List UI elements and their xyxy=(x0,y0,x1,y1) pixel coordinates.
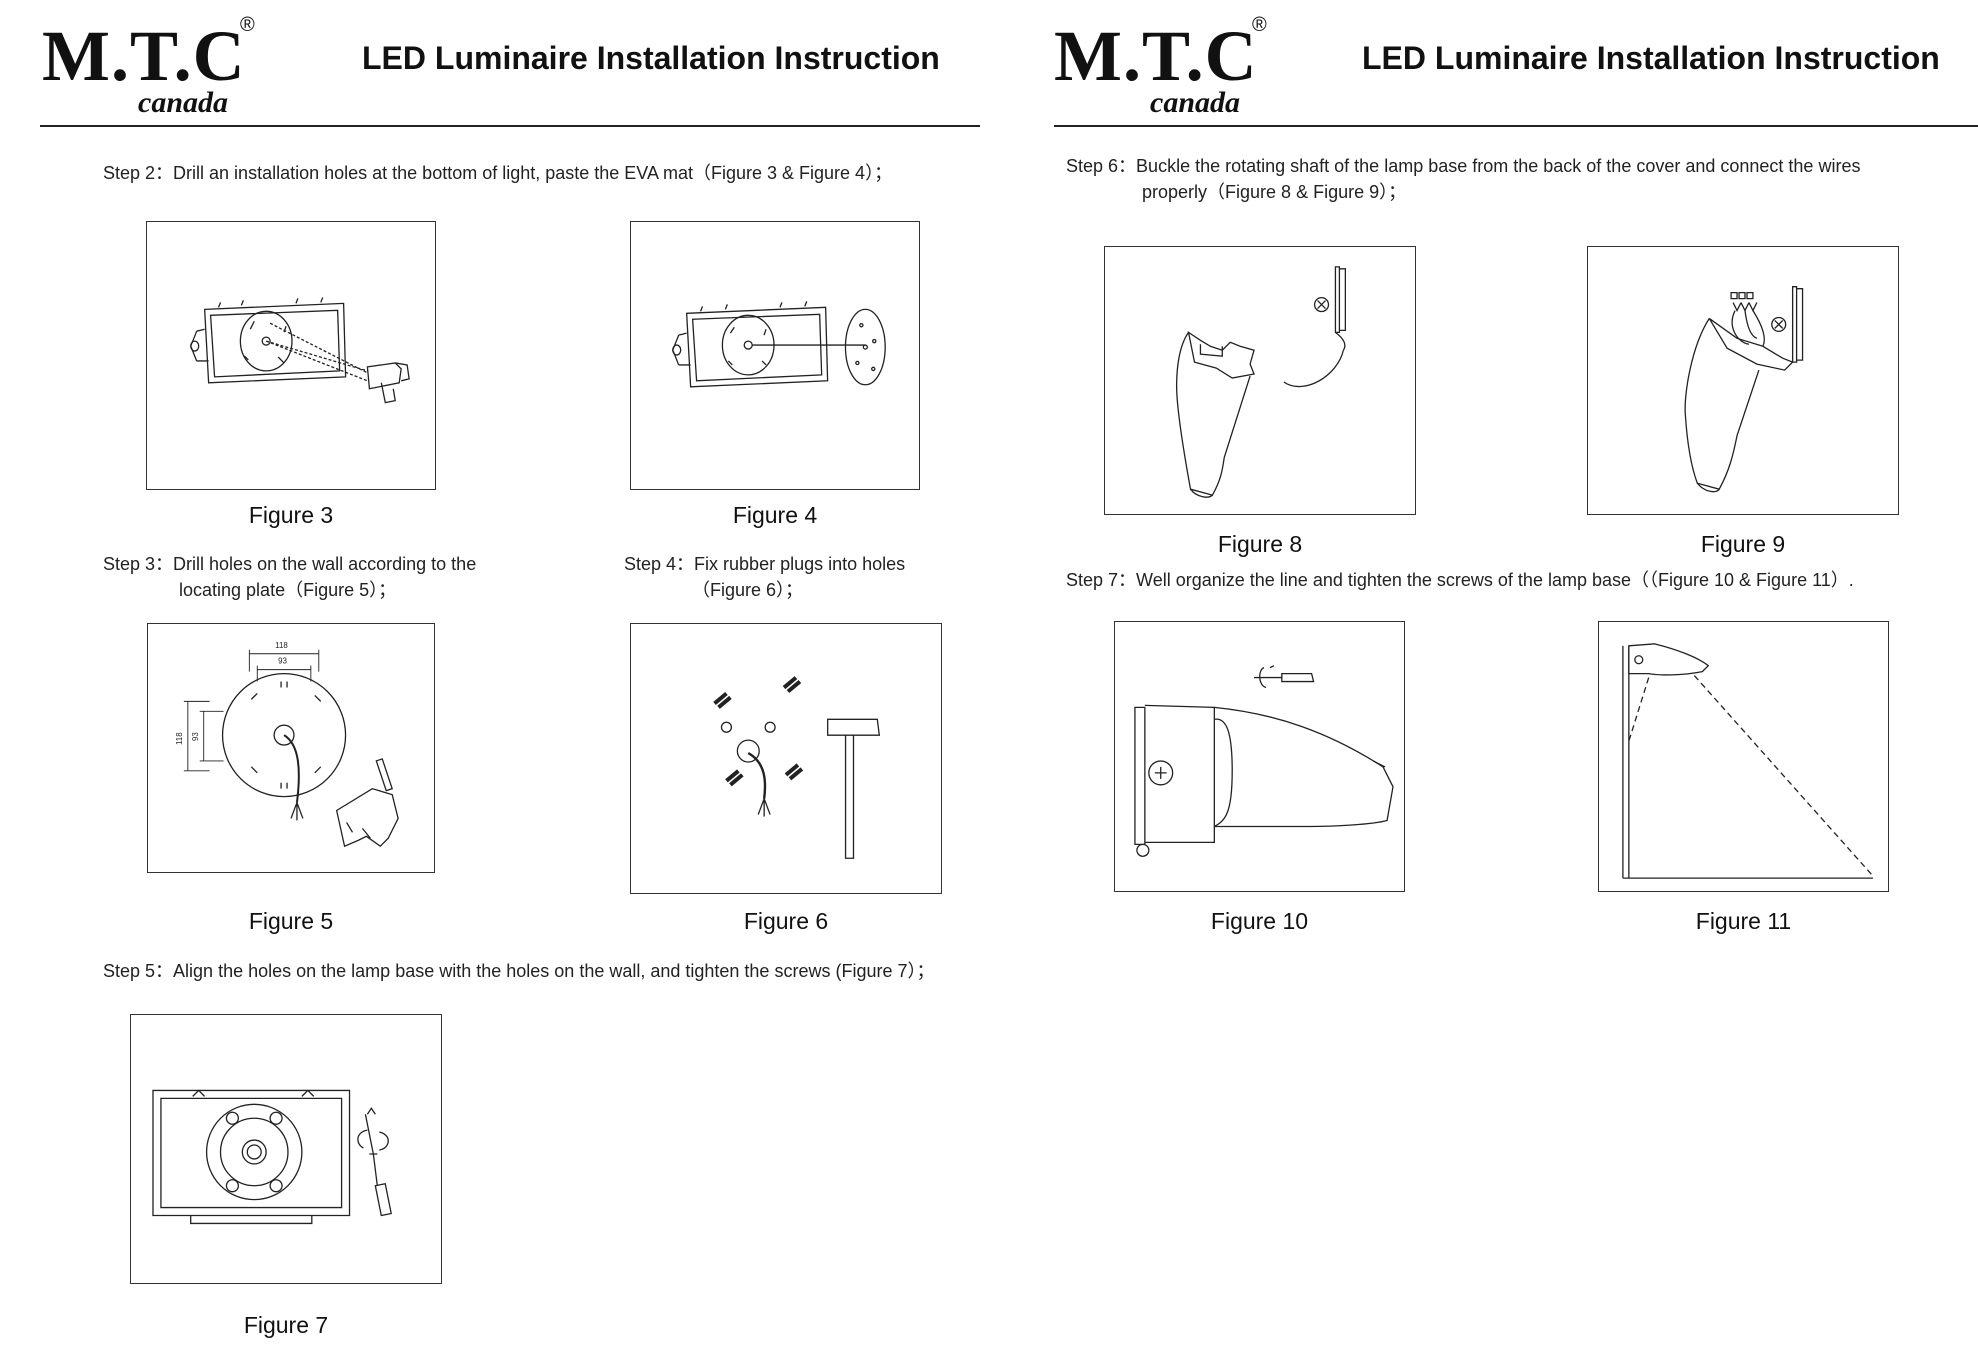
dim-inner-side: 93 xyxy=(191,732,200,741)
step-text: Fix rubber plugs into holes xyxy=(694,554,906,574)
figure-caption: Figure 3 xyxy=(248,502,334,528)
figure-caption: Figure 11 xyxy=(1695,908,1792,934)
step-label: Step 2： xyxy=(103,163,174,183)
figure-caption: Figure 4 xyxy=(732,502,818,528)
brand-logo-sub: canada xyxy=(1150,86,1240,119)
step-label: Step 4： xyxy=(624,554,695,574)
step-text: （Figure 6）； xyxy=(692,580,804,600)
step-text: Drill holes on the wall according to the xyxy=(173,554,477,574)
figure-caption: Figure 7 xyxy=(243,1312,329,1338)
step-label: Step 7： xyxy=(1066,570,1137,590)
figure-11-installed-light xyxy=(1598,621,1889,892)
figure-caption: Figure 10 xyxy=(1210,908,1309,934)
brand-logo-sub: canada xyxy=(138,86,228,119)
figure-3-drill-base xyxy=(146,221,436,490)
dim-outer-side: 118 xyxy=(175,732,184,745)
figure-6-rubber-plugs xyxy=(630,623,942,894)
figure-10-tighten-base xyxy=(1114,621,1405,892)
registered-mark: ® xyxy=(1252,14,1267,36)
figure-9-wired-shaft xyxy=(1587,246,1899,515)
step-5: Step 5：Align the holes on the lamp base … xyxy=(103,958,934,984)
step-label: Step 6： xyxy=(1066,156,1137,176)
figure-caption: Figure 8 xyxy=(1217,531,1303,557)
step-2: Step 2：Drill an installation holes at th… xyxy=(103,160,892,186)
step-3: Step 3：Drill holes on the wall according… xyxy=(103,551,476,603)
step-text: Drill an installation holes at the botto… xyxy=(173,163,893,183)
step-text: Well organize the line and tighten the s… xyxy=(1136,570,1854,590)
figure-4-eva-mat xyxy=(630,221,920,490)
dim-outer-top: 118 xyxy=(275,641,288,650)
figure-7-lamp-base-screws xyxy=(130,1014,442,1284)
step-7: Step 7：Well organize the line and tighte… xyxy=(1066,567,1854,593)
step-label: Step 3： xyxy=(103,554,174,574)
figure-caption: Figure 9 xyxy=(1700,531,1786,557)
step-label: Step 5： xyxy=(103,961,174,981)
figure-8-rotating-shaft xyxy=(1104,246,1416,515)
figure-5-locating-plate: 118 93 118 93 xyxy=(147,623,435,873)
page-title: LED Luminaire Installation Instruction xyxy=(362,40,940,76)
step-6: Step 6：Buckle the rotating shaft of the … xyxy=(1066,153,1860,205)
brand-logo-mark: M.T.C xyxy=(42,16,246,96)
step-text: properly（Figure 8 & Figure 9）； xyxy=(1142,182,1407,202)
step-text: Buckle the rotating shaft of the lamp ba… xyxy=(1136,156,1861,176)
step-text: Align the holes on the lamp base with th… xyxy=(173,961,935,981)
dim-inner-top: 93 xyxy=(278,657,287,666)
step-text: locating plate（Figure 5）； xyxy=(179,580,397,600)
header-rule xyxy=(40,125,980,127)
step-4: Step 4：Fix rubber plugs into holes （Figu… xyxy=(624,551,905,603)
header-rule xyxy=(1054,125,1978,127)
page-title: LED Luminaire Installation Instruction xyxy=(1362,40,1940,76)
registered-mark: ® xyxy=(240,14,255,36)
figure-caption: Figure 6 xyxy=(743,908,829,934)
figure-caption: Figure 5 xyxy=(248,908,334,934)
brand-logo-mark: M.T.C xyxy=(1054,16,1258,96)
